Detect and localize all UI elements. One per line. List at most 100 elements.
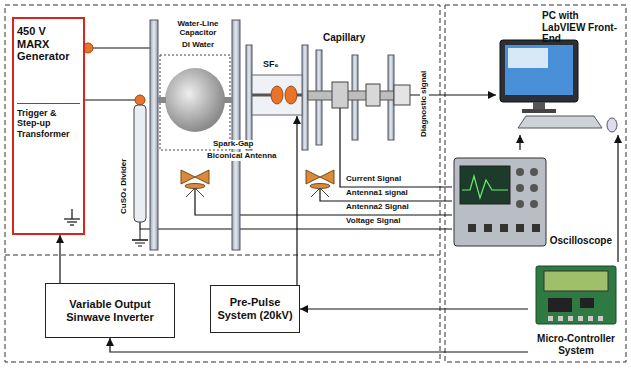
antenna-stand xyxy=(186,188,329,197)
antenna-stand xyxy=(186,188,204,197)
spark-gap-chamber xyxy=(246,45,252,150)
orange-terminal xyxy=(83,43,145,105)
dashed-region xyxy=(5,255,440,256)
spark-gap-chamber xyxy=(285,86,297,104)
spark-gap-chamber xyxy=(252,75,302,115)
signal-connector xyxy=(519,135,520,150)
biconical-antenna xyxy=(185,184,205,189)
dashed-region xyxy=(5,5,626,362)
process-box: Variable Output Sinwave Inverter xyxy=(45,283,175,338)
scope-icon xyxy=(530,184,538,192)
wire xyxy=(296,116,297,285)
node-title: Micro-Controller System xyxy=(530,333,622,356)
micro-icon xyxy=(548,316,553,321)
cuso4-divider xyxy=(134,105,146,222)
pc-icon xyxy=(500,40,578,102)
spark-gap-chamber xyxy=(271,86,283,104)
scope-icon xyxy=(500,224,508,232)
node-title: Oscilloscope xyxy=(550,235,612,247)
pc-icon xyxy=(522,109,556,113)
micro-icon xyxy=(536,266,616,324)
part-label: Spark-Gap xyxy=(212,140,254,149)
cuso4-divider xyxy=(132,105,148,246)
water-line-capacitor xyxy=(150,20,158,250)
oscilloscope-unit: Oscilloscope xyxy=(452,150,614,252)
water-line-capacitor xyxy=(224,97,232,103)
capillary-assembly xyxy=(308,91,394,100)
marx-icon xyxy=(70,224,74,225)
pc-icon xyxy=(607,118,617,132)
wire xyxy=(140,222,452,229)
part-label: Capillary xyxy=(322,32,366,43)
capillary-assembly xyxy=(394,85,410,105)
micro-icon xyxy=(558,316,563,321)
wire xyxy=(85,99,135,100)
micro-icon xyxy=(598,316,603,321)
pc-icon xyxy=(533,102,545,110)
spark-gap-chamber xyxy=(246,45,308,150)
process-box: Pre-Pulse System (20kV) xyxy=(210,285,300,333)
water-line-capacitor xyxy=(165,68,225,132)
part-label: CuSO₄ Divider xyxy=(120,158,129,215)
scope-icon xyxy=(462,176,508,198)
signal-label: Current Signal xyxy=(345,175,402,184)
part-label: Diagnostic signal xyxy=(420,70,429,138)
biconical-antenna xyxy=(181,170,334,189)
signal-connector xyxy=(59,235,60,283)
scope-icon xyxy=(516,184,524,192)
micro-icon xyxy=(548,298,572,312)
scope-icon xyxy=(516,200,524,208)
biconical-antenna xyxy=(320,170,334,184)
scope-icon xyxy=(516,224,524,232)
pc-icon xyxy=(508,48,548,68)
scope-icon xyxy=(454,158,546,246)
node-title: PC with LabVIEW Front-End xyxy=(542,10,622,45)
spark-gap-chamber xyxy=(252,94,273,97)
scope-icon xyxy=(516,168,524,176)
node-subtitle: Trigger & Step-up Transformer xyxy=(17,103,80,139)
part-label: SF₆ xyxy=(262,60,280,70)
signal-label: Antenna2 Signal xyxy=(345,203,410,212)
part-label: DI Water xyxy=(160,41,236,50)
node-title: Pre-Pulse System (20kV) xyxy=(217,296,293,321)
water-line-capacitor xyxy=(150,20,240,250)
water-line-capacitor xyxy=(160,55,230,150)
signal-connector xyxy=(300,308,528,309)
marx-icon xyxy=(64,218,80,219)
marx-icon xyxy=(71,209,72,219)
spark-gap-chamber xyxy=(302,45,308,150)
biconical-antenna xyxy=(181,170,195,184)
controller-unit: Micro-Controller System xyxy=(528,262,624,358)
wire xyxy=(85,47,150,48)
scope-icon xyxy=(460,166,510,204)
antenna-stand xyxy=(311,188,329,197)
capillary-assembly xyxy=(308,50,410,145)
computer-unit: PC with LabVIEW Front-End xyxy=(498,8,624,135)
marx-icon xyxy=(64,209,80,225)
part-label: Biconical Antenna xyxy=(206,152,278,161)
signal-label: Antenna1 signal xyxy=(345,189,409,198)
water-line-capacitor xyxy=(232,20,240,250)
cuso4-divider xyxy=(135,243,145,244)
part-label: Water-Line Capacitor xyxy=(160,20,236,38)
biconical-antenna xyxy=(310,184,330,189)
micro-icon xyxy=(588,316,593,321)
micro-icon xyxy=(578,316,583,321)
pc-icon xyxy=(518,116,602,128)
wire xyxy=(320,186,452,201)
micro-icon xyxy=(580,298,594,308)
node-title: Variable Output Sinwave Inverter xyxy=(52,298,168,323)
cuso4-divider xyxy=(138,246,142,247)
scope-icon xyxy=(530,200,538,208)
node-title: 450 V MARX Generator xyxy=(17,25,80,63)
capillary-assembly xyxy=(366,84,380,106)
pc-icon xyxy=(505,45,573,95)
marx-icon xyxy=(67,221,77,222)
capillary-assembly xyxy=(332,82,348,108)
scope-icon xyxy=(484,224,492,232)
water-line-capacitor xyxy=(158,97,166,103)
generator-box: 450 V MARX GeneratorTrigger & Step-up Tr… xyxy=(12,17,85,235)
scope-icon xyxy=(530,168,538,176)
